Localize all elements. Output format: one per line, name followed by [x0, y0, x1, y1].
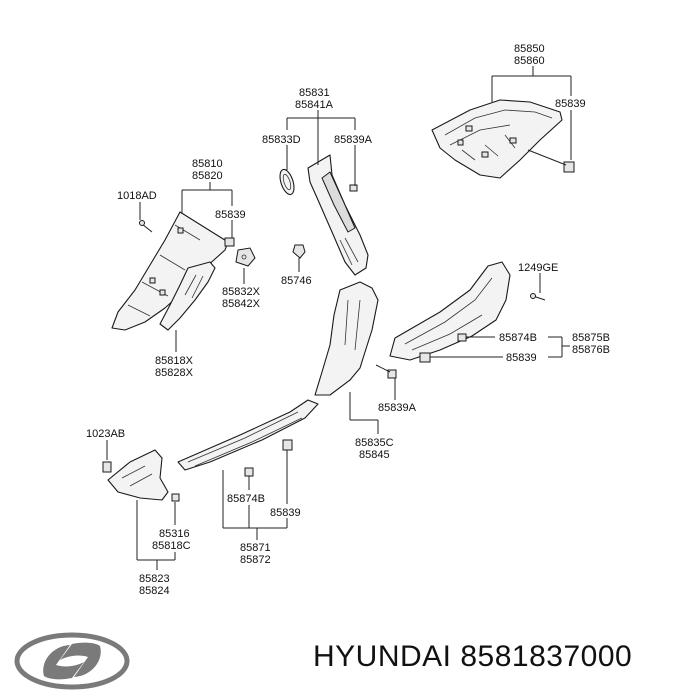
- brand-part-number-caption: HYUNDAI 8581837000: [313, 640, 632, 674]
- label-85839-right: 85839: [506, 352, 537, 364]
- door-sill-scuff-part: [177, 399, 319, 477]
- label-85828x: 85828X: [155, 367, 194, 379]
- clip-85832x-part: [235, 247, 256, 267]
- rear-side-trim-part: [389, 261, 511, 363]
- label-85842x: 85842X: [222, 298, 261, 310]
- label-85871: 85871: [240, 542, 271, 554]
- hyundai-logo-icon: [14, 632, 130, 690]
- label-1249ge: 1249GE: [518, 262, 558, 274]
- label-85874b-right: 85874B: [499, 332, 537, 344]
- clip-85746-part: [292, 244, 306, 259]
- label-85810: 85810: [192, 158, 223, 170]
- label-85876b: 85876B: [572, 344, 610, 356]
- bolt-1018ad-part: [139, 220, 153, 233]
- part-number: 8581837000: [460, 640, 633, 673]
- label-85823: 85823: [139, 573, 170, 585]
- label-85832x: 85832X: [222, 286, 261, 298]
- label-1023ab: 1023AB: [86, 428, 125, 440]
- center-pillar-upper-part: [307, 154, 369, 276]
- label-85839-left: 85839: [215, 209, 246, 221]
- label-85833d: 85833D: [262, 134, 301, 146]
- leader-lines: [106, 66, 572, 570]
- label-85746: 85746: [281, 275, 312, 287]
- label-85839a-mid: 85839A: [378, 402, 417, 414]
- front-pillar-lower-garnish-part: [159, 261, 216, 331]
- label-85839a-top: 85839A: [334, 134, 373, 146]
- label-85824: 85824: [139, 585, 170, 597]
- label-85316: 85316: [159, 528, 190, 540]
- label-85875b: 85875B: [572, 332, 610, 344]
- label-85818x: 85818X: [155, 355, 194, 367]
- label-85818c: 85818C: [152, 540, 191, 552]
- label-85841a: 85841A: [295, 99, 334, 111]
- label-85831: 85831: [299, 87, 330, 99]
- label-85839-top: 85839: [555, 98, 586, 110]
- clip-1023ab-part: [102, 461, 112, 473]
- grommet-85833d-part: [279, 168, 295, 196]
- label-85845: 85845: [359, 449, 390, 461]
- center-pillar-lower-part: [314, 281, 397, 396]
- kick-panel-part: [107, 449, 180, 502]
- label-85850: 85850: [514, 43, 545, 55]
- rear-upper-trim-part: [431, 99, 575, 179]
- label-85839-bottom: 85839: [270, 507, 301, 519]
- label-1018ad: 1018AD: [117, 190, 157, 202]
- label-85874b-bottom: 85874B: [227, 493, 265, 505]
- label-85820: 85820: [192, 170, 223, 182]
- label-85860: 85860: [514, 55, 545, 67]
- front-pillar-trim-part: [111, 211, 235, 331]
- part-labels: 85850 85860 85839 85831 85841A 85833D 85…: [86, 43, 610, 597]
- brand-name: HYUNDAI: [313, 640, 452, 673]
- label-85872: 85872: [240, 554, 271, 566]
- label-85835c: 85835C: [355, 437, 394, 449]
- bolt-1249ge-part: [530, 293, 546, 301]
